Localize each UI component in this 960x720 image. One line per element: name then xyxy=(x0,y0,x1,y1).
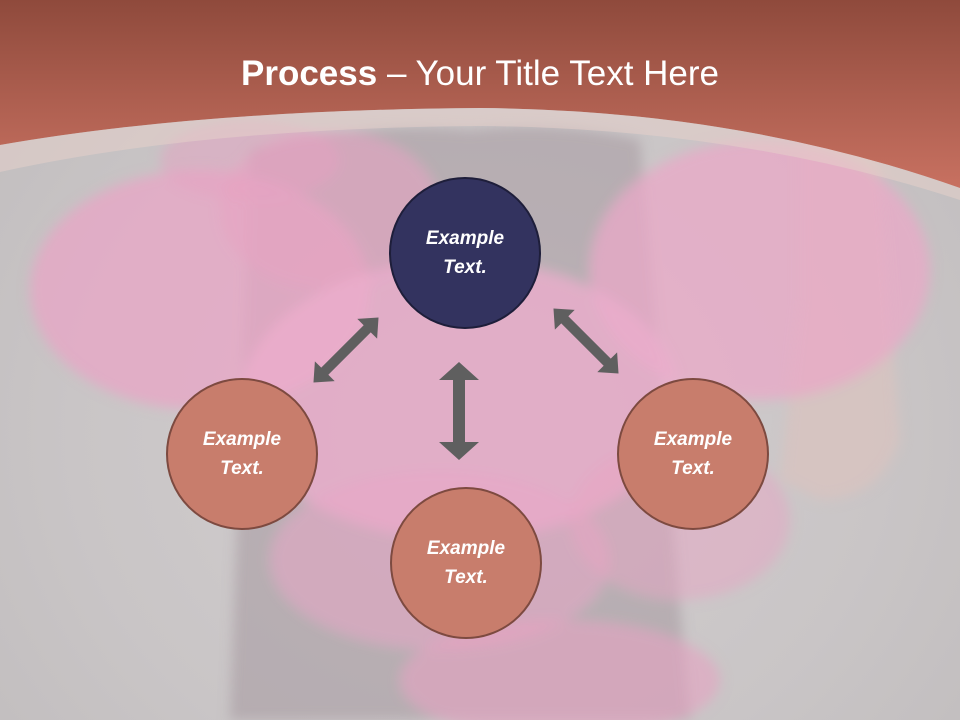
right-node-label: Example Text. xyxy=(653,429,733,479)
left-node: Example Text. xyxy=(166,378,318,530)
slide-title: Process – Your Title Text Here xyxy=(0,52,960,96)
double-arrow-left xyxy=(313,317,379,383)
title-bold: Process xyxy=(241,54,378,93)
right-node: Example Text. xyxy=(617,378,769,530)
header-band xyxy=(0,0,960,200)
bottom-node-label: Example Text. xyxy=(426,538,506,588)
double-arrow-vertical xyxy=(439,362,479,460)
title-rest: – Your Title Text Here xyxy=(377,54,719,93)
double-arrow-right xyxy=(553,308,619,374)
left-node-label: Example Text. xyxy=(202,429,282,479)
bottom-node: Example Text. xyxy=(390,487,542,639)
center-node-label: Example Text. xyxy=(425,228,505,278)
center-node: Example Text. xyxy=(389,177,541,329)
